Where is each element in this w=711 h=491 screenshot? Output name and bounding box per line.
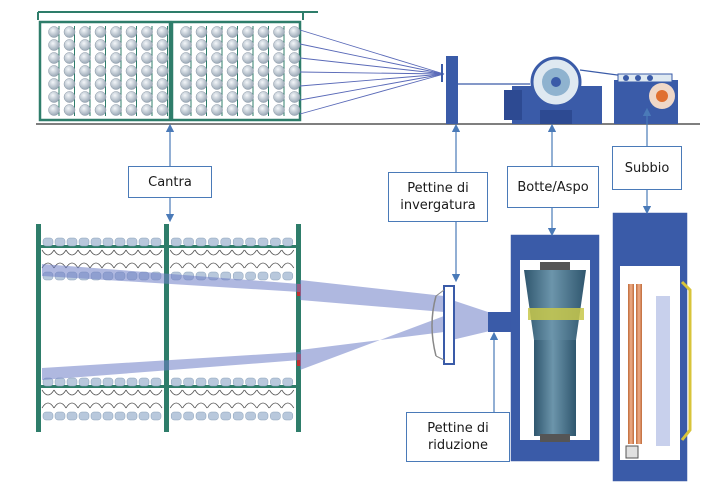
creel-bobbins-top bbox=[48, 26, 301, 116]
beam-side bbox=[614, 73, 678, 124]
lease-reed-side bbox=[441, 56, 458, 124]
label-botte-aspo: Botte/Aspo bbox=[507, 166, 599, 208]
beam-plan bbox=[612, 212, 692, 482]
label-pettine-riduzione: Pettine di riduzione bbox=[406, 412, 510, 462]
warping-drum-side bbox=[504, 56, 602, 124]
creel-plan-view bbox=[36, 224, 301, 432]
connector-arrows bbox=[165, 107, 652, 412]
warping-drum-plan bbox=[510, 234, 600, 462]
threads-side-view bbox=[299, 29, 445, 115]
label-pettine-invergatura: Pettine di invergatura bbox=[388, 172, 488, 222]
creel-side-view bbox=[36, 11, 700, 125]
lease-reed-plan bbox=[431, 285, 455, 365]
label-subbio: Subbio bbox=[612, 146, 682, 190]
label-cantra: Cantra bbox=[128, 166, 212, 198]
thread-sheets-plan bbox=[42, 264, 494, 380]
